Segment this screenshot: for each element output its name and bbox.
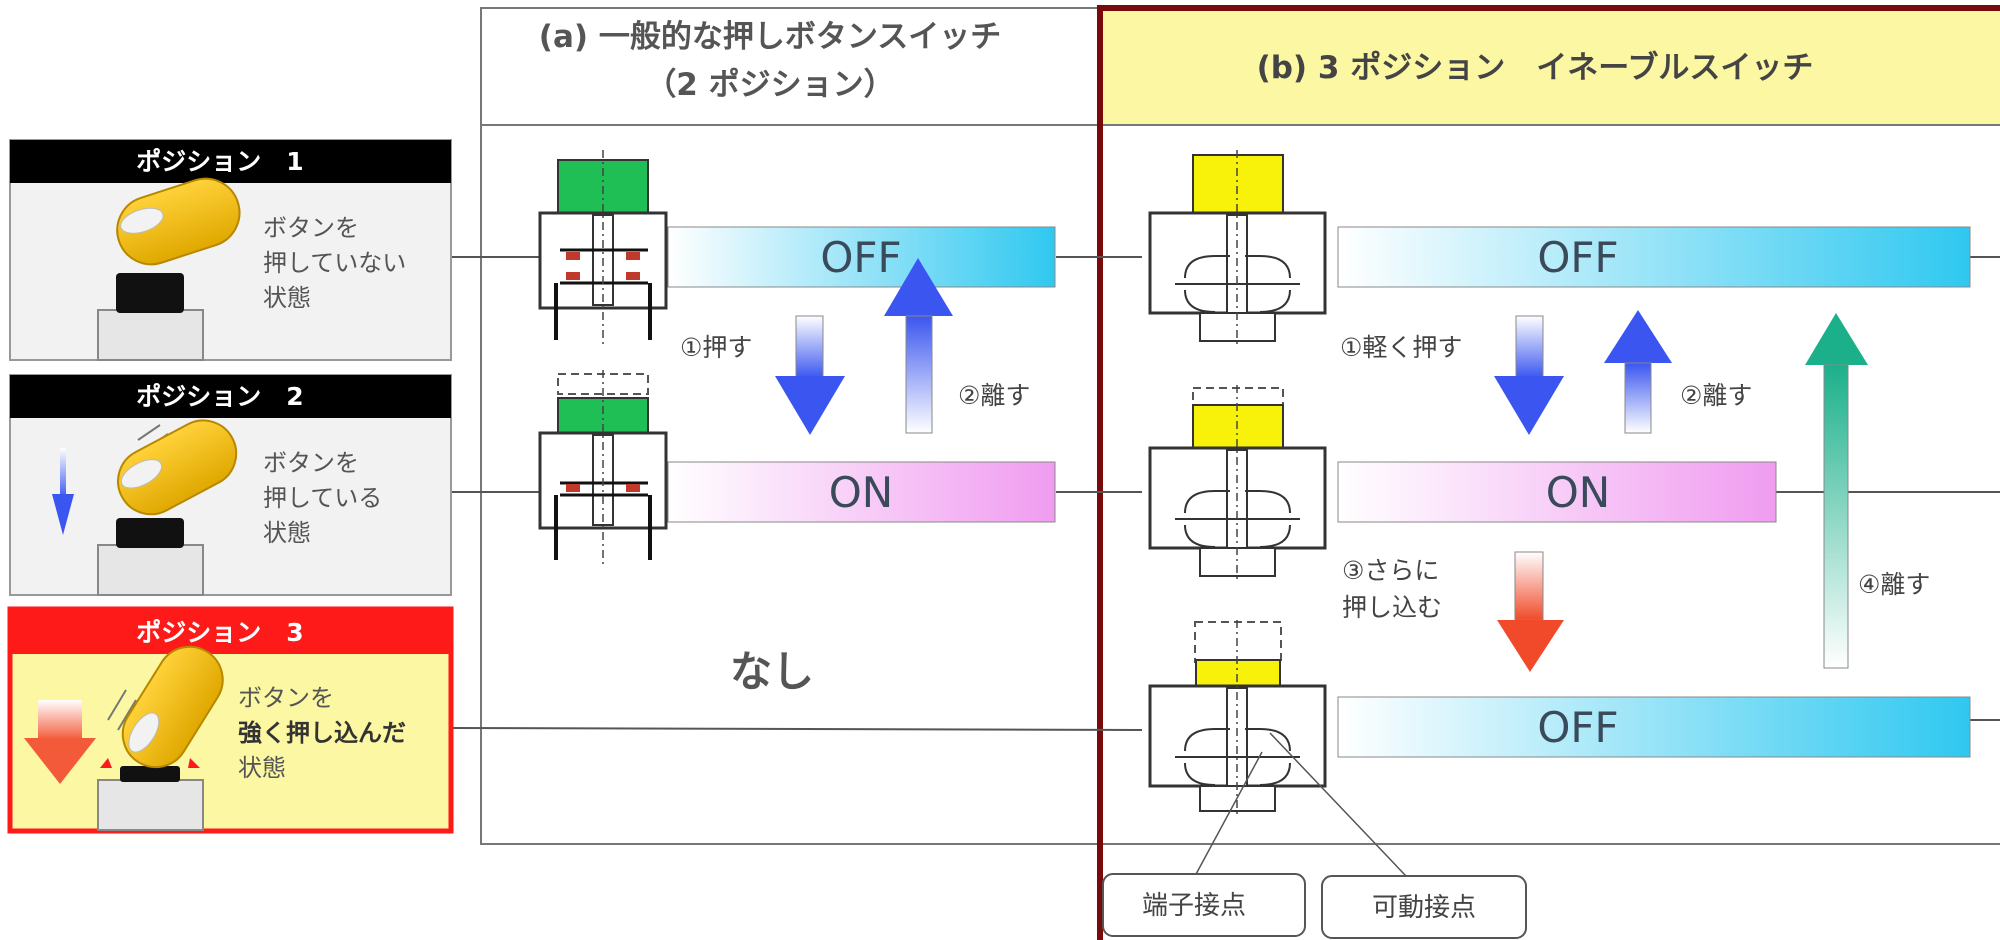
step-release-label: ②離す	[1680, 381, 1752, 410]
position-2-desc-line1: ボタンを	[263, 449, 359, 477]
column-b-header: (b) 3 ポジション イネーブルスイッチ	[1257, 50, 1814, 86]
position-2-desc-line3: 状態	[263, 519, 311, 547]
switch-a-pressed	[538, 370, 668, 565]
push-in-arrow-icon	[1497, 551, 1564, 672]
state-label-off: OFF	[820, 233, 901, 282]
state-bar-off	[667, 226, 1056, 288]
position-1-desc-line2: 押していない	[263, 249, 406, 277]
column-a-header-line1: (a) 一般的な押しボタンスイッチ	[539, 19, 1001, 55]
release-arrow-icon	[1604, 310, 1672, 434]
position-2-panel	[9, 374, 452, 596]
position-1-panel	[9, 139, 452, 361]
step-light-press-label: ①軽く押す	[1340, 333, 1462, 362]
down-arrow-icon	[24, 700, 96, 784]
state-label-on: ON	[1546, 468, 1610, 517]
step-further-line2: 押し込む	[1342, 593, 1442, 622]
position-1-desc-line3: 状態	[263, 284, 311, 312]
state-bar-on	[1337, 461, 1777, 523]
position-3-title: ポジション 3	[136, 618, 303, 647]
movable-contact-callout	[1321, 875, 1527, 939]
none-label: なし	[730, 647, 814, 696]
position-2-desc-line2: 押している	[263, 484, 382, 512]
position-3-panel	[7, 606, 454, 834]
step-release-label: ②離す	[958, 381, 1030, 410]
release-arrow-icon	[884, 258, 953, 434]
column-a-header-line2: （2 ポジション）	[645, 67, 894, 103]
position-3-desc-line2: 強く押し込んだ	[238, 719, 406, 747]
position-3-desc-line1: ボタンを	[238, 684, 334, 712]
column-b-frame	[1097, 5, 2000, 940]
step-press-label: ①押す	[680, 333, 752, 362]
state-label-off: OFF	[1537, 233, 1618, 282]
terminal-contact-callout	[1102, 873, 1306, 937]
press-arrow-icon	[775, 315, 845, 435]
switch-b-released	[1148, 150, 1327, 345]
position-1-title: ポジション 1	[136, 147, 303, 176]
position-3-desc-line3: 状態	[238, 754, 286, 782]
switch-b-pressed	[1148, 385, 1327, 580]
light-press-arrow-icon	[1494, 315, 1564, 435]
release-all-arrow-icon	[1805, 313, 1868, 669]
position-2-title: ポジション 2	[136, 382, 303, 411]
movable-contact-label: 可動接点	[1372, 893, 1476, 923]
state-bar-on	[667, 461, 1056, 523]
state-bar-off	[1337, 696, 1971, 758]
finger-press-illustration	[97, 419, 238, 596]
step-release-all-label: ④離す	[1858, 570, 1930, 599]
state-label-off: OFF	[1537, 703, 1618, 752]
terminal-contact-label: 端子接点	[1142, 891, 1246, 921]
finger-press-illustration	[97, 177, 241, 361]
step-further-line1: ③さらに	[1342, 556, 1439, 585]
finger-press-illustration	[97, 645, 224, 831]
position-1-desc-line1: ボタンを	[263, 214, 359, 242]
row-connector-lines	[450, 256, 2000, 731]
switch-a-released	[538, 150, 668, 345]
state-label-on: ON	[829, 468, 893, 517]
callout-leader-lines	[1194, 732, 1407, 877]
down-arrow-icon	[52, 448, 74, 535]
state-bar-off	[1337, 226, 1971, 288]
switch-b-pushed-in	[1148, 620, 1327, 815]
